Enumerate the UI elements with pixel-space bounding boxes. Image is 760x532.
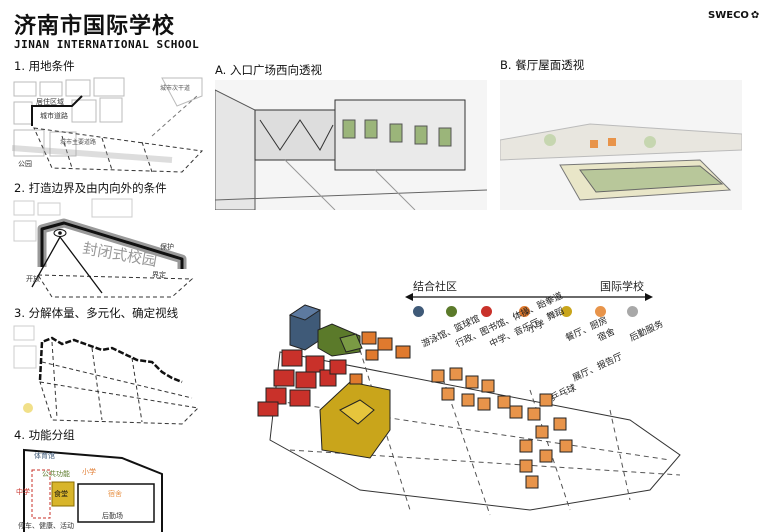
legend-dot-sports bbox=[413, 306, 424, 317]
step-3-label: 3. 分解体量、多元化、确定视线 bbox=[14, 306, 179, 320]
view-b-label: B. 餐厅屋面透视 bbox=[500, 58, 585, 72]
legend-dot-service bbox=[627, 306, 638, 317]
scale-arrow bbox=[405, 293, 653, 301]
label-canteen: 食堂 bbox=[54, 489, 68, 498]
scale-left-label: 结合社区 bbox=[413, 280, 457, 293]
brand-name: SWECO bbox=[708, 10, 749, 21]
label-secondary-road: 城市次干道 bbox=[160, 84, 190, 92]
sports-blocks bbox=[288, 304, 322, 351]
label-main-road: 城市主要道路 bbox=[60, 138, 96, 146]
label-define: 界定 bbox=[152, 270, 166, 279]
legend-dot-dorm bbox=[595, 306, 606, 317]
label-primary: 小学 bbox=[82, 467, 96, 476]
logo-icon: ✿ bbox=[750, 10, 760, 21]
dorm-blocks bbox=[431, 367, 573, 489]
label-city-road: 城市道路 bbox=[40, 111, 68, 120]
view-a-label: A. 入口广场西向透视 bbox=[215, 63, 322, 77]
middle-school-blocks bbox=[257, 349, 347, 417]
label-public: 公共功能 bbox=[42, 469, 70, 478]
legend-dot-primary bbox=[519, 306, 530, 317]
step-4-label: 4. 功能分组 bbox=[14, 428, 75, 442]
function-grouping-diagram: 体育馆 公共功能 小学 中学 食堂 宿舍 后勤场 停车、健康、活动 bbox=[16, 448, 163, 532]
label-gym: 体育馆 bbox=[34, 451, 55, 460]
label-protect: 保护 bbox=[160, 242, 174, 251]
label-parking: 停车、健康、活动 bbox=[18, 521, 74, 530]
sun-marker bbox=[23, 403, 33, 413]
label-logistics: 后勤场 bbox=[102, 511, 123, 520]
legend-dot-middle bbox=[481, 306, 492, 317]
label-middle: 中学 bbox=[16, 487, 30, 496]
legend-dot-canteen bbox=[561, 306, 572, 317]
label-open: 开放 bbox=[26, 274, 40, 283]
page-title: 济南市国际学校 bbox=[14, 14, 176, 39]
primary-school-blocks bbox=[349, 331, 411, 385]
canteen-block bbox=[319, 381, 391, 459]
label-dorm: 宿舍 bbox=[108, 489, 122, 498]
label-residential: 居住区域 bbox=[36, 97, 64, 106]
step-1-label: 1. 用地条件 bbox=[14, 59, 75, 73]
view-b-perspective bbox=[500, 80, 742, 210]
legend: 游泳馆、篮球馆 行政、图书馆、体操、跆拳道 中学、音乐厅、舞蹈 小学 餐厅、厨房… bbox=[413, 291, 665, 376]
legend-dot-admin bbox=[446, 306, 457, 317]
massing-diagram bbox=[13, 325, 200, 425]
view-a-perspective bbox=[215, 80, 487, 210]
scale-right-label: 国际学校 bbox=[600, 280, 644, 293]
boundary-diagram: 封闭式校园 开放 保护 界定 bbox=[13, 198, 194, 298]
brand-logo: SWECO✿ bbox=[708, 10, 759, 21]
admin-blocks bbox=[317, 323, 363, 357]
massing-axonometric bbox=[257, 304, 681, 516]
label-park: 公园 bbox=[18, 160, 32, 168]
canteen-block bbox=[51, 481, 75, 507]
page-subtitle: JINAN INTERNATIONAL SCHOOL bbox=[14, 38, 200, 51]
site-conditions-map: 居住区域 城市道路 城市主要道路 城市次干道 公园 bbox=[12, 77, 204, 173]
step-2-label: 2. 打造边界及由内向外的条件 bbox=[14, 181, 167, 195]
